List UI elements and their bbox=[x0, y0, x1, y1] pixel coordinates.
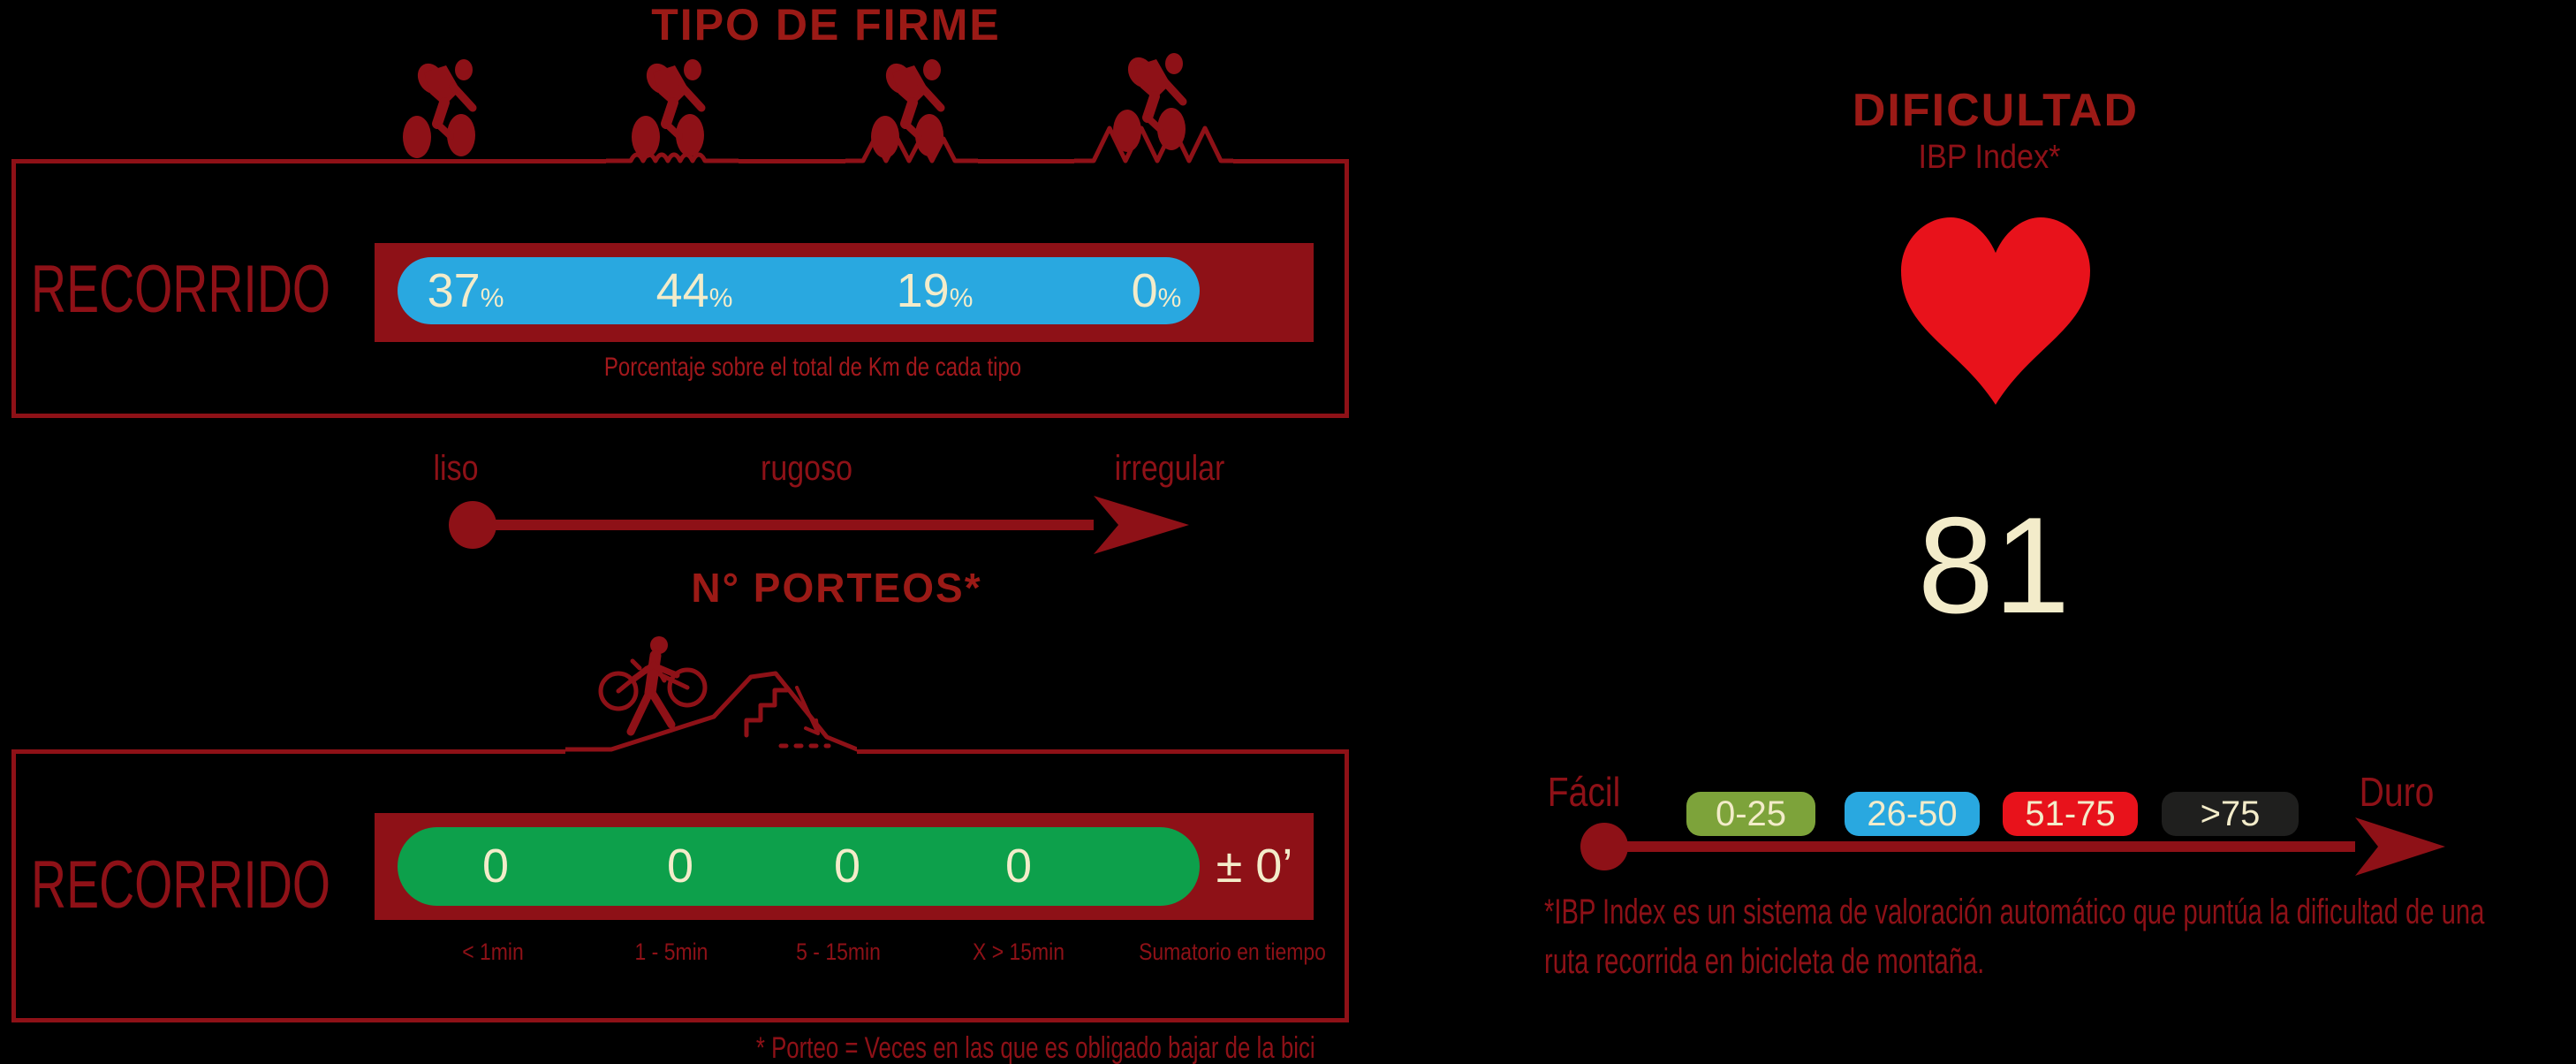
cyclist-jagged-icon bbox=[871, 59, 945, 158]
bike-carry-icon bbox=[565, 635, 857, 767]
surface-percent-value: 0% bbox=[1131, 264, 1182, 317]
porteos-footnote: * Porteo = Veces en las que es obligado … bbox=[756, 1031, 1315, 1064]
recorrido-surface-label: RECORRIDO bbox=[31, 252, 331, 327]
cyclist-smooth-icon bbox=[403, 59, 477, 158]
porteos-time-label: 1 - 5min bbox=[634, 939, 708, 965]
porteos-sum-label: Sumatorio en tiempo bbox=[1139, 939, 1326, 965]
difficulty-scale-easy-label: Fácil bbox=[1547, 769, 1621, 815]
porteos-count-value: 0 bbox=[1004, 840, 1033, 893]
surface-bar-caption: Porcentaje sobre el total de Km de cada … bbox=[603, 353, 1022, 382]
difficulty-title: DIFICULTAD bbox=[1852, 85, 2140, 136]
cyclist-very-jagged-icon bbox=[1113, 53, 1187, 152]
ibp-footnote-line2: ruta recorrida en bicicleta de montaña. bbox=[1544, 942, 1985, 981]
terrain-big-zigzag-icon bbox=[1074, 118, 1233, 165]
ibp-footnote-line1: *IBP Index es un sistema de valoración a… bbox=[1544, 893, 2485, 931]
recorrido-porteos-label: RECORRIDO bbox=[31, 847, 331, 923]
surface-scale-irregular-label: irregular bbox=[1114, 449, 1225, 488]
difficulty-subtitle: IBP Index* bbox=[1918, 139, 2061, 176]
ibp-score: 81 bbox=[1917, 489, 2071, 642]
porteos-count-value: 0 bbox=[481, 840, 510, 893]
surface-percent-value: 37% bbox=[427, 264, 504, 317]
heart-icon bbox=[1901, 217, 2090, 405]
cyclist-rough-icon bbox=[632, 59, 706, 158]
porteos-total-time: ± 0’ bbox=[1216, 840, 1293, 893]
surface-percent-bar: 37% 44% 19% 0% bbox=[398, 257, 1200, 324]
porteos-count-value: 0 bbox=[666, 840, 694, 893]
range-badge-51-75: 51-75 bbox=[2003, 792, 2138, 836]
surface-type-title: TIPO DE FIRME bbox=[651, 0, 1001, 49]
surface-scale-rough-label: rugoso bbox=[761, 449, 852, 488]
terrain-zigzag-icon bbox=[845, 128, 978, 165]
terrain-wave-icon bbox=[606, 137, 739, 166]
porteos-time-label: 5 - 15min bbox=[796, 939, 881, 965]
difficulty-scale-arrow bbox=[1580, 817, 2445, 876]
range-badge-26-50: 26-50 bbox=[1845, 792, 1980, 836]
range-badge-over-75: >75 bbox=[2162, 792, 2299, 836]
range-badge-0-25: 0-25 bbox=[1686, 792, 1815, 836]
porteos-time-label: < 1min bbox=[462, 939, 524, 965]
porteos-title: N° PORTEOS* bbox=[691, 565, 982, 611]
surface-percent-value: 44% bbox=[655, 264, 733, 317]
porteos-count-bar: 0 0 0 0 bbox=[398, 827, 1200, 906]
porteos-time-label: X > 15min bbox=[973, 939, 1064, 965]
porteos-count-value: 0 bbox=[833, 840, 861, 893]
surface-percent-value: 19% bbox=[896, 264, 974, 317]
surface-scale-arrow bbox=[449, 496, 1189, 554]
surface-scale-smooth-label: liso bbox=[433, 449, 479, 488]
difficulty-scale-hard-label: Duro bbox=[2359, 769, 2435, 815]
